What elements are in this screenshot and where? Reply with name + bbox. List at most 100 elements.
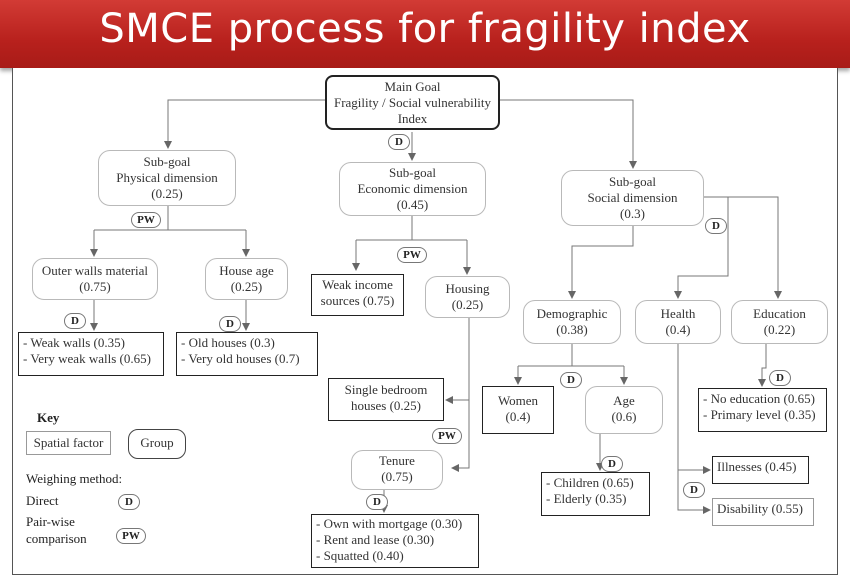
group-demographic-weight: (0.38) [556, 322, 588, 337]
factor-walls: - Weak walls (0.35) - Very weak walls (0… [18, 332, 164, 376]
edge-main-physical [164, 99, 325, 149]
key-pairwise-badge: PW [116, 528, 146, 544]
factor-disability-line1: Disability (0.55) [717, 501, 803, 516]
main-goal-line1: Main Goal [384, 79, 441, 94]
badge-direct-tenure: D [366, 494, 388, 510]
subgoal-social-node: Sub-goal Social dimension (0.3) [561, 170, 704, 226]
subgoal-economic-line1: Sub-goal [389, 165, 436, 180]
group-education-weight: (0.22) [763, 322, 796, 337]
key-group: Group [128, 429, 186, 459]
main-goal-line3: Index [397, 111, 428, 126]
group-age-label: Age [613, 393, 635, 408]
group-age: Age (0.6) [585, 386, 663, 434]
group-housing-label: Housing [445, 281, 490, 296]
factor-houses-line2: - Very old houses (0.7) [181, 351, 300, 366]
key-spatial-factor: Spatial factor [26, 431, 111, 455]
factor-tenure: - Own with mortgage (0.30) - Rent and le… [311, 514, 479, 568]
factor-women-line1: Women [497, 393, 539, 408]
edge-social-health [674, 197, 729, 299]
main-goal-line2: Fragility / Social vulnerability [333, 95, 492, 110]
factor-disability: Disability (0.55) [712, 498, 814, 526]
subgoal-economic-node: Sub-goal Economic dimension (0.45) [339, 162, 486, 216]
subgoal-physical-node: Sub-goal Physical dimension (0.25) [98, 150, 236, 206]
subgoal-economic-line2: Economic dimension [357, 181, 468, 196]
key-direct-label: Direct [26, 493, 59, 508]
factor-age-line2: - Elderly (0.35) [546, 491, 627, 506]
group-house-age-label: House age [219, 263, 274, 278]
factor-single-bedroom-line1: Single bedroom [344, 382, 428, 397]
badge-pw-housing: PW [432, 428, 462, 444]
title-banner: SMCE process for fragility index [0, 0, 850, 68]
factor-illnesses-line1: Illnesses (0.45) [717, 459, 797, 474]
factor-tenure-line3: - Squatted (0.40) [316, 548, 404, 563]
group-health-label: Health [660, 306, 696, 321]
group-health: Health (0.4) [635, 300, 721, 344]
badge-direct-demographic: D [560, 372, 582, 388]
factor-houses: - Old houses (0.3) - Very old houses (0.… [176, 332, 318, 376]
edge-education-factor [758, 344, 767, 387]
factor-walls-line2: - Very weak walls (0.65) [23, 351, 151, 366]
page-title: SMCE process for fragility index [99, 6, 751, 52]
factor-education-line2: - Primary level (0.35) [703, 407, 816, 422]
subgoal-social-line2: Social dimension [587, 190, 678, 205]
factor-women: Women (0.4) [482, 386, 554, 434]
factor-weak-income-line2: sources (0.75) [320, 293, 395, 308]
subgoal-physical-line2: Physical dimension [116, 170, 218, 185]
badge-direct-education: D [769, 370, 791, 386]
factor-age: - Children (0.65) - Elderly (0.35) [541, 472, 650, 516]
group-house-age-weight: (0.25) [230, 279, 263, 294]
badge-pw-physical: PW [131, 212, 161, 228]
key-pairwise-label-2: comparison [26, 531, 87, 546]
badge-direct-health: D [683, 482, 705, 498]
badge-direct-main: D [388, 134, 410, 150]
factor-tenure-line2: - Rent and lease (0.30) [316, 532, 435, 547]
group-demographic: Demographic (0.38) [523, 300, 621, 344]
badge-direct-walls: D [64, 313, 86, 329]
group-education: Education (0.22) [731, 300, 828, 344]
group-education-label: Education [753, 306, 806, 321]
factor-tenure-line1: - Own with mortgage (0.30) [316, 516, 463, 531]
badge-direct-houses: D [219, 316, 241, 332]
factor-walls-line1: - Weak walls (0.35) [23, 335, 125, 350]
key-pairwise-label-1: Pair-wise [26, 514, 75, 529]
edge-economic-split [356, 216, 467, 241]
group-health-weight: (0.4) [665, 322, 691, 337]
edge-social-demographic [568, 226, 634, 299]
edge-housing-tenure [451, 318, 470, 472]
factor-single-bedroom: Single bedroom houses (0.25) [328, 378, 444, 421]
edge-physical-split [94, 206, 246, 231]
subgoal-economic-line3: (0.45) [396, 197, 429, 212]
group-outer-walls-weight: (0.75) [79, 279, 111, 294]
factor-education-line1: - No education (0.65) [703, 391, 815, 406]
key-title: Key [37, 410, 60, 425]
key-direct-badge: D [118, 494, 140, 510]
group-housing-weight: (0.25) [451, 297, 484, 312]
group-outer-walls-label: Outer walls material [41, 263, 149, 278]
edge-health-disability [677, 470, 711, 514]
subgoal-social-line3: (0.3) [620, 206, 645, 221]
factor-women-line2: (0.4) [505, 409, 531, 424]
group-tenure: Tenure (0.75) [351, 450, 443, 490]
group-house-age: House age (0.25) [205, 258, 288, 300]
group-outer-walls: Outer walls material (0.75) [32, 258, 158, 300]
subgoal-social-line1: Sub-goal [609, 174, 656, 189]
factor-single-bedroom-line2: houses (0.25) [350, 398, 422, 413]
factor-weak-income: Weak income sources (0.75) [311, 274, 404, 316]
group-tenure-label: Tenure [379, 453, 415, 468]
group-age-weight: (0.6) [611, 409, 637, 424]
factor-education: - No education (0.65) - Primary level (0… [698, 388, 827, 432]
edge-main-social [500, 99, 637, 169]
factor-illnesses: Illnesses (0.45) [712, 456, 809, 484]
group-tenure-weight: (0.75) [381, 469, 413, 484]
edge-social-education [704, 196, 782, 299]
key-weighing-method: Weighing method: [26, 471, 123, 486]
main-goal-node: Main Goal Fragility / Social vulnerabili… [325, 75, 500, 130]
subgoal-physical-line1: Sub-goal [143, 154, 191, 169]
edge-demographic-split [518, 344, 624, 367]
factor-weak-income-line1: Weak income [322, 277, 393, 292]
group-demographic-label: Demographic [536, 306, 608, 321]
group-housing: Housing (0.25) [425, 276, 510, 318]
badge-direct-age: D [601, 456, 623, 472]
subgoal-physical-line3: (0.25) [151, 186, 183, 201]
